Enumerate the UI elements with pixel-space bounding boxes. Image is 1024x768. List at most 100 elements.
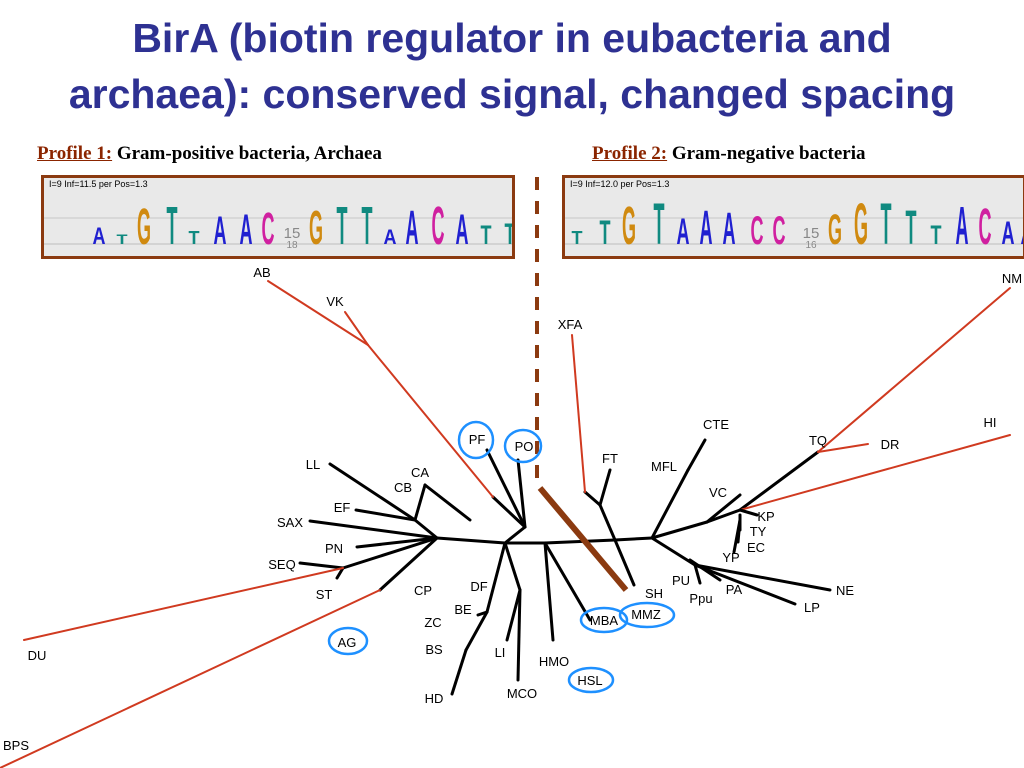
logo-base-A: A xyxy=(723,205,736,255)
tree-branch xyxy=(693,563,832,592)
logo-base-A: A xyxy=(93,224,106,250)
logo-base-T: T xyxy=(337,197,348,256)
tree-branch xyxy=(503,541,522,592)
leaf-label-ty: TY xyxy=(750,524,767,539)
leaf-label-ca: CA xyxy=(411,465,429,480)
leaf-label-ne: NE xyxy=(836,583,854,598)
tree-branch xyxy=(355,536,439,549)
logo-base-C: C xyxy=(751,208,764,253)
highlight-circle-pf xyxy=(457,420,495,460)
highlight-circle-mba xyxy=(579,606,629,634)
logo-base-T: T xyxy=(362,197,373,256)
tree-branch xyxy=(543,541,555,642)
tree-branch xyxy=(705,493,742,524)
logo-spacer-secondary: 16 xyxy=(805,240,817,251)
leaf-label-st: ST xyxy=(316,587,333,602)
tree-branch xyxy=(598,503,617,542)
highlighted-branch xyxy=(537,486,629,592)
tree-branch xyxy=(413,483,427,522)
tree-branch xyxy=(613,536,654,542)
leaf-label-cte: CTE xyxy=(703,417,729,432)
tree-branch xyxy=(378,536,439,592)
long-branch xyxy=(817,443,869,453)
leaf-label-yp: YP xyxy=(722,550,739,565)
logo-base-A: A xyxy=(406,200,419,254)
long-branch xyxy=(367,344,494,498)
tree-branch xyxy=(341,536,439,570)
highlight-circle-mmz xyxy=(618,601,676,629)
tree-branch xyxy=(738,508,759,517)
highlight-circle-ag xyxy=(327,626,369,656)
logo-spacer-label: 15 xyxy=(284,225,301,242)
leaf-label-df: DF xyxy=(470,579,487,594)
logo-base-A: A xyxy=(1002,214,1015,251)
leaf-label-ec: EC xyxy=(747,540,765,555)
leaf-label-bs: BS xyxy=(425,642,443,657)
logo-base-C: C xyxy=(979,200,992,256)
logo-base-T: T xyxy=(188,227,199,248)
logo-base-A: A xyxy=(956,197,969,256)
tree-branch xyxy=(583,490,602,507)
tree-branch xyxy=(354,508,417,522)
leaf-label-cp: CP xyxy=(414,583,432,598)
logo-base-C: C xyxy=(262,205,275,255)
tree-branch xyxy=(298,561,345,570)
leaf-label-tq: TQ xyxy=(809,433,827,448)
long-branch xyxy=(344,311,369,346)
leaf-label-ag: AG xyxy=(338,635,357,650)
tree-branch xyxy=(693,563,702,585)
leaf-label-hsl: HSL xyxy=(577,673,602,688)
leaf-label-hd: HD xyxy=(425,691,444,706)
leaf-label-sh: SH xyxy=(645,586,663,601)
leaf-label-xfa: XFA xyxy=(558,317,583,332)
long-branch xyxy=(817,287,1011,453)
leaf-label-seq: SEQ xyxy=(268,557,295,572)
leaf-label-vc: VC xyxy=(709,485,727,500)
leaf-label-kp: KP xyxy=(757,509,774,524)
leaf-label-pn: PN xyxy=(325,541,343,556)
tree-branch xyxy=(308,519,439,540)
tree-branch xyxy=(505,588,522,642)
leaf-label-mco: MCO xyxy=(507,686,537,701)
leaf-label-lp: LP xyxy=(804,600,820,615)
leaf-label-mmz: MMZ xyxy=(631,607,661,622)
logo-base-T: T xyxy=(481,219,492,249)
logo-base-T: T xyxy=(116,233,127,247)
logo-base-T: T xyxy=(600,213,611,252)
tree-branch xyxy=(503,525,527,545)
tree-branch xyxy=(516,588,522,682)
leaf-label-po: PO xyxy=(515,439,534,454)
leaf-label-ppu: Ppu xyxy=(689,591,712,606)
highlight-circle-hsl xyxy=(567,666,615,694)
leaf-label-mfl: MFL xyxy=(651,459,677,474)
logo-base-A: A xyxy=(1020,219,1024,249)
tree-branch xyxy=(732,518,742,554)
logo-base-A: A xyxy=(214,208,227,253)
leaf-label-ef: EF xyxy=(334,500,351,515)
leaf-label-du: DU xyxy=(28,648,47,663)
slide-title-line-1: BirA (biotin regulator in eubacteria and xyxy=(132,15,892,61)
tree-branch xyxy=(491,495,527,529)
logo-spacer-secondary: 18 xyxy=(286,240,298,251)
logo-base-T: T xyxy=(931,219,942,249)
tree-branch xyxy=(328,462,417,522)
profile-2-label: Profile 2: xyxy=(592,143,668,164)
profile-1-description: Gram-positive bacteria, Archaea xyxy=(116,143,382,164)
logo-base-T: T xyxy=(571,227,582,248)
long-branch xyxy=(23,567,344,641)
logo-base-C: C xyxy=(432,197,445,256)
leaf-label-hi: HI xyxy=(984,415,997,430)
leaf-label-dr: DR xyxy=(881,437,900,452)
logo-base-T: T xyxy=(505,219,515,252)
tree-branch xyxy=(650,520,709,540)
tree-branch xyxy=(650,536,697,567)
leaf-label-nm: NM xyxy=(1002,271,1022,286)
tree-branch xyxy=(705,508,742,524)
leaf-label-sax: SAX xyxy=(277,515,303,530)
logo-spacer-label: 15 xyxy=(803,225,820,242)
